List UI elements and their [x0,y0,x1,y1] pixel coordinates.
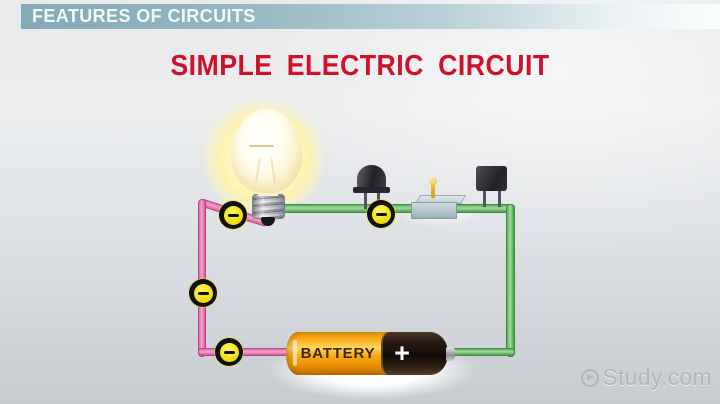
negative-wire-left-segment [198,199,206,357]
electron-symbol [189,279,217,307]
led-flange [353,187,390,193]
electron-symbol [367,200,395,228]
positive-wire-right-segment [506,204,515,357]
battery-plus-sign: + [394,338,410,368]
slide-title: SIMPLE ELECTRIC CIRCUIT [170,50,550,82]
electron-core [193,283,213,303]
negative-wire-bottom-segment [198,348,294,356]
electron-core [371,204,391,224]
minus-icon [227,213,239,217]
positive-wire-top-segment [281,204,515,213]
light-bulb-contact-tip [261,217,275,226]
switch-lever [431,183,435,198]
transistor-leg [483,189,486,207]
light-bulb-screw-base [252,194,285,219]
electron-symbol [219,201,247,229]
minus-icon [197,291,209,295]
transistor-icon [476,166,507,191]
lesson-title: FEATURES OF CIRCUITS [32,6,256,26]
light-bulb-icon [231,109,302,193]
watermark-text: Study.com [602,364,712,390]
electron-core [223,205,243,225]
switch-icon [411,202,457,219]
lesson-title-bar: FEATURES OF CIRCUITS [21,4,720,29]
studycom-logo-icon [581,368,600,387]
light-bulb-filament [249,145,274,147]
electron-core [219,342,239,362]
led-leg [364,192,367,209]
switch-lever-head [429,178,437,185]
transistor-leg [498,189,501,207]
watermark: Study.com [581,364,712,391]
led-icon [357,165,386,190]
electron-symbol [215,338,243,366]
battery-sheen [293,340,297,366]
minus-icon [223,350,235,354]
minus-icon [375,212,387,216]
battery-label: BATTERY [300,345,376,362]
battery-terminal-nub [446,347,455,361]
battery-positive-cap [381,332,448,375]
